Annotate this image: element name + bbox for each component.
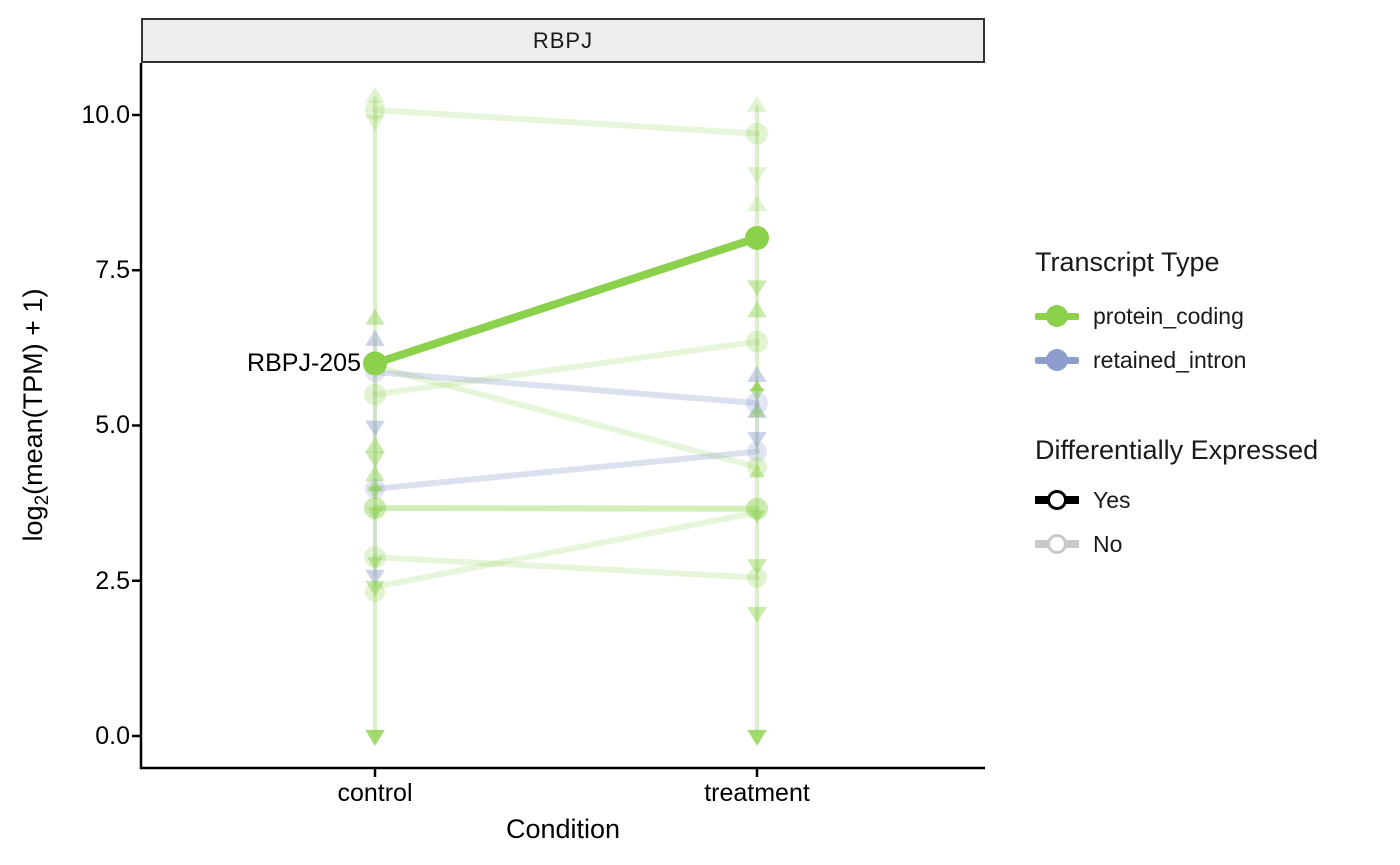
y-tick-label: 2.5 xyxy=(95,567,130,595)
y-tick-label: 7.5 xyxy=(95,256,130,284)
legend-title-differentially-expressed: Differentially Expressed xyxy=(1035,435,1319,465)
data-point xyxy=(746,392,768,415)
data-point xyxy=(747,167,767,184)
legend-item-de-yes: Yes xyxy=(1035,482,1395,518)
x-tick-label-treatment: treatment xyxy=(704,779,810,807)
trend-line xyxy=(372,338,760,398)
data-point xyxy=(747,606,767,623)
highlight-trend-line xyxy=(371,233,761,368)
de-no-key-icon xyxy=(1035,526,1079,562)
data-point xyxy=(747,431,767,448)
data-point xyxy=(365,329,385,346)
data-point xyxy=(749,510,765,524)
data-point xyxy=(747,441,767,462)
legend-title-transcript-type: Transcript Type xyxy=(1035,247,1220,277)
data-point xyxy=(365,729,385,746)
data-point xyxy=(747,401,767,418)
data-point xyxy=(365,478,385,499)
legend-items-differentially-expressed: Yes No xyxy=(1035,482,1395,562)
data-point xyxy=(747,365,767,382)
facet-label: RBPJ xyxy=(532,27,594,53)
de-yes-key-icon xyxy=(1035,482,1079,518)
legend-label: protein_coding xyxy=(1093,302,1244,329)
trend-line xyxy=(372,448,760,492)
facet-strip: RBPJ xyxy=(141,18,985,63)
data-point xyxy=(747,95,767,112)
data-point xyxy=(365,115,385,132)
legend-label: No xyxy=(1093,530,1123,557)
data-point xyxy=(367,478,383,492)
legend-item-retained-intron: retained_intron xyxy=(1035,342,1395,378)
data-point xyxy=(365,436,385,453)
data-point xyxy=(746,330,768,353)
data-point xyxy=(365,569,385,586)
data-point xyxy=(364,383,386,406)
legend-items-transcript-type: protein_coding retained_intron xyxy=(1035,298,1395,378)
trend-line xyxy=(372,107,760,137)
data-point xyxy=(367,486,383,500)
data-point xyxy=(365,451,385,468)
data-point xyxy=(749,403,765,417)
x-axis-title: Condition xyxy=(505,814,621,844)
data-point xyxy=(367,507,383,521)
y-axis-title: log2(mean(TPM) + 1) xyxy=(17,288,54,542)
legend-item-de-no: No xyxy=(1035,526,1395,562)
legend-spacer xyxy=(1035,378,1395,434)
data-point xyxy=(364,497,386,520)
annotation-rbpj-205: RBPJ-205 xyxy=(247,349,361,377)
data-point xyxy=(746,122,768,145)
data-point xyxy=(365,580,385,597)
data-point xyxy=(746,497,768,520)
data-point xyxy=(365,308,385,325)
trend-line xyxy=(372,554,760,581)
data-point xyxy=(747,729,767,746)
data-point xyxy=(365,420,385,437)
y-tick-label: 0.0 xyxy=(95,722,130,750)
trend-line xyxy=(372,509,760,590)
data-point xyxy=(363,351,387,376)
data-point xyxy=(364,546,386,569)
data-point xyxy=(747,280,767,297)
data-point xyxy=(747,195,767,212)
y-tick-label: 10.0 xyxy=(81,101,130,129)
legend-label: retained_intron xyxy=(1093,346,1247,373)
data-point xyxy=(750,380,764,392)
retained-intron-key-icon xyxy=(1035,342,1079,378)
legend-item-protein-coding: protein_coding xyxy=(1035,298,1395,334)
protein-coding-key-icon xyxy=(1035,298,1079,334)
data-point xyxy=(747,457,767,478)
data-point xyxy=(747,301,767,318)
data-point xyxy=(367,557,383,571)
data-point xyxy=(749,464,765,478)
y-tick-label: 5.0 xyxy=(95,411,130,439)
data-point xyxy=(747,567,767,588)
data-point xyxy=(747,559,767,576)
legend-label: Yes xyxy=(1093,486,1131,513)
legend: Transcript Type protein_coding retained_… xyxy=(1035,246,1395,562)
trend-line xyxy=(372,363,760,471)
data-point xyxy=(365,581,385,602)
data-point xyxy=(749,388,765,402)
data-point xyxy=(365,86,385,103)
trend-line xyxy=(372,505,760,512)
data-point xyxy=(365,100,385,121)
data-point xyxy=(745,225,769,250)
x-tick-label-control: control xyxy=(337,779,413,807)
trend-line xyxy=(372,369,760,407)
data-point xyxy=(365,465,385,482)
